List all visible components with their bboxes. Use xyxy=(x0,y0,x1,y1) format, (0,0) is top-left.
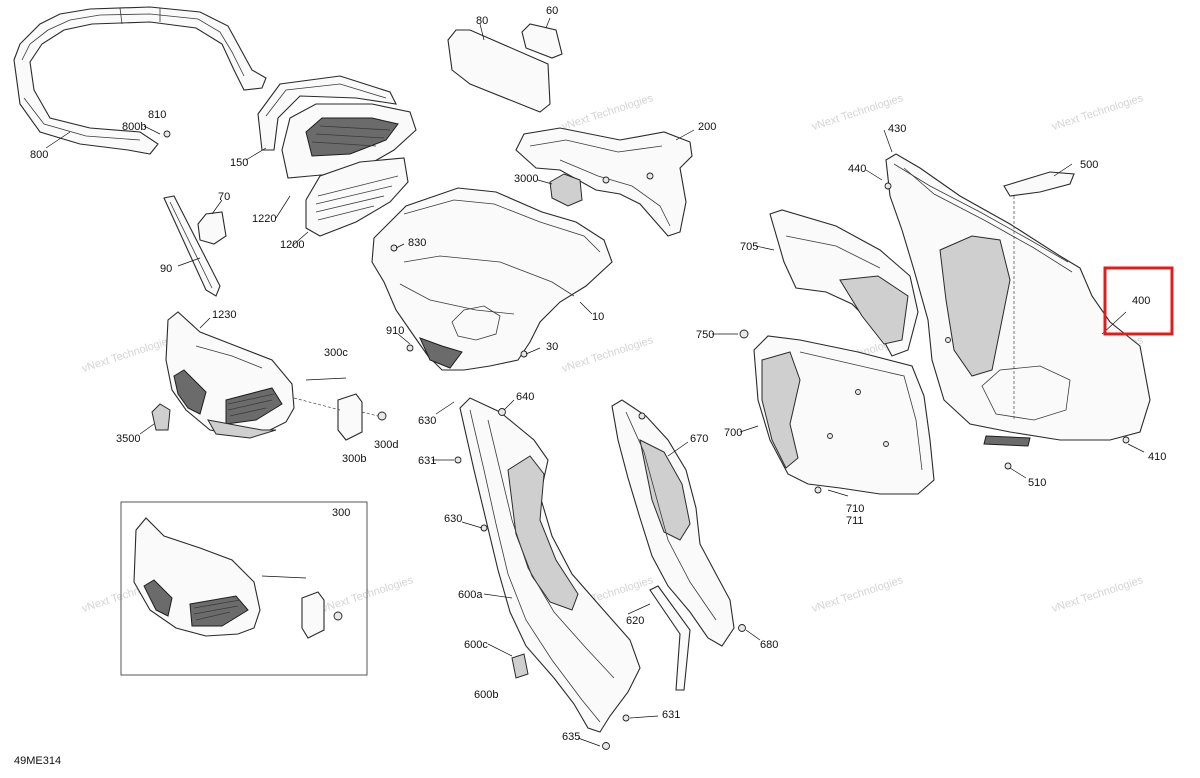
callout-640[interactable]: 640 xyxy=(516,391,534,403)
callout-150[interactable]: 150 xyxy=(230,157,248,169)
part-700-panel xyxy=(739,329,935,495)
highlight-box-400 xyxy=(1103,266,1174,336)
part-800-bumper-bar xyxy=(13,6,267,155)
inset-300 xyxy=(120,501,368,676)
callout-80[interactable]: 80 xyxy=(476,15,488,27)
callout-750[interactable]: 750 xyxy=(696,329,714,341)
callout-600b[interactable]: 600b xyxy=(474,689,498,701)
leader-lines xyxy=(45,17,1145,747)
callout-90[interactable]: 90 xyxy=(160,263,172,275)
callout-710[interactable]: 710 xyxy=(846,503,864,515)
callout-631-bottom[interactable]: 631 xyxy=(662,709,680,721)
part-670-right-side-panel xyxy=(611,399,746,647)
part-70-clip xyxy=(197,211,227,245)
callout-670[interactable]: 670 xyxy=(690,433,708,445)
watermark: vNext Technologies xyxy=(80,334,175,375)
callout-680[interactable]: 680 xyxy=(760,639,778,651)
part-400-floor-side xyxy=(884,153,1151,470)
callout-30[interactable]: 30 xyxy=(546,341,558,353)
callout-300d[interactable]: 300d xyxy=(374,439,398,451)
watermark: vNext Technologies xyxy=(320,574,415,615)
part-150-grille-frame xyxy=(257,75,397,151)
callout-600a[interactable]: 600a xyxy=(458,589,483,601)
part-640-clip xyxy=(498,408,506,416)
watermark: vNext Technologies xyxy=(1050,574,1145,615)
callout-800[interactable]: 800 xyxy=(30,149,48,161)
callout-300[interactable]: 300 xyxy=(332,507,350,519)
callout-800b[interactable]: 800b xyxy=(122,121,146,133)
callout-300b[interactable]: 300b xyxy=(342,453,366,465)
diagram-code: 49ME314 xyxy=(14,755,61,767)
part-10-tub xyxy=(371,187,613,371)
callout-705[interactable]: 705 xyxy=(740,241,758,253)
part-80-panel xyxy=(447,29,551,113)
watermark: vNext Technologies xyxy=(1050,92,1145,133)
part-90-strip xyxy=(163,195,221,297)
callout-711[interactable]: 711 xyxy=(846,515,864,527)
part-200-console xyxy=(515,127,693,237)
callout-60[interactable]: 60 xyxy=(546,5,558,17)
part-600b-pad xyxy=(511,653,529,679)
callout-635[interactable]: 635 xyxy=(562,731,580,743)
callout-500[interactable]: 500 xyxy=(1080,159,1098,171)
part-620-strip xyxy=(649,585,691,691)
callout-3500[interactable]: 3500 xyxy=(116,433,140,445)
part-600-left-side-panel xyxy=(454,397,641,733)
callout-440[interactable]: 440 xyxy=(848,163,866,175)
callout-631-left[interactable]: 631 xyxy=(418,455,436,467)
callout-600c[interactable]: 600c xyxy=(464,639,488,651)
callout-910[interactable]: 910 xyxy=(386,325,404,337)
callout-620[interactable]: 620 xyxy=(626,615,644,627)
watermark: vNext Technologies xyxy=(560,92,655,133)
part-60-panel xyxy=(521,23,563,59)
part-500-pad xyxy=(1003,171,1075,197)
assembly-line xyxy=(293,397,379,417)
callout-300c[interactable]: 300c xyxy=(324,347,348,359)
part-705-panel xyxy=(769,209,919,357)
callout-810[interactable]: 810 xyxy=(148,109,166,121)
part-1200-grille xyxy=(305,157,409,237)
watermark: vNext Technologies xyxy=(560,334,655,375)
callout-630-top[interactable]: 630 xyxy=(418,415,436,427)
callout-labels: 800 800b 810 150 1220 1200 70 90 80 60 2… xyxy=(30,5,1166,743)
part-300d-fastener xyxy=(377,411,387,421)
callout-1220[interactable]: 1220 xyxy=(252,213,276,225)
part-3000-bracket xyxy=(549,173,583,207)
part-300b-bracket xyxy=(337,393,363,441)
callout-510[interactable]: 510 xyxy=(1028,477,1046,489)
part-3500-clip xyxy=(151,403,171,431)
part-635-fastener xyxy=(602,742,610,750)
callout-630-mid[interactable]: 630 xyxy=(444,513,462,525)
part-300-lower-fascia xyxy=(165,311,295,439)
callout-200[interactable]: 200 xyxy=(698,121,716,133)
watermark: vNext Technologies xyxy=(810,574,905,615)
callout-410[interactable]: 410 xyxy=(1148,451,1166,463)
callout-700[interactable]: 700 xyxy=(724,427,742,439)
callout-830[interactable]: 830 xyxy=(408,237,426,249)
part-1220-grille-inner xyxy=(281,103,417,179)
callout-430[interactable]: 430 xyxy=(888,123,906,135)
callout-1200[interactable]: 1200 xyxy=(280,239,304,251)
callout-1230[interactable]: 1230 xyxy=(212,309,236,321)
callout-70[interactable]: 70 xyxy=(218,191,230,203)
callout-3000[interactable]: 3000 xyxy=(514,173,538,185)
callout-400[interactable]: 400 xyxy=(1132,295,1150,307)
callout-10[interactable]: 10 xyxy=(592,311,604,323)
